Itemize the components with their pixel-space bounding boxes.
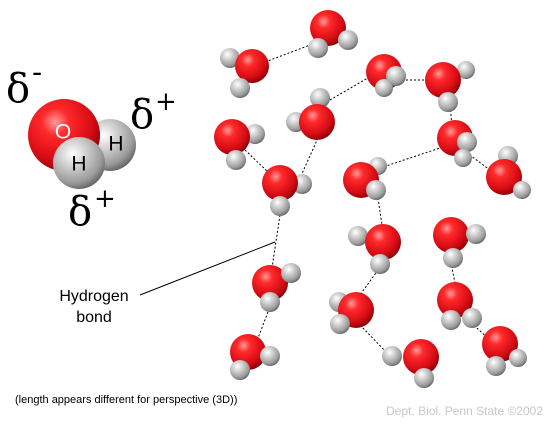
hydrogen-bond — [257, 311, 269, 339]
water-molecule — [425, 61, 475, 112]
hydrogen-bond — [299, 137, 319, 179]
hydrogen-label-right: H — [108, 133, 123, 156]
plus-sign-bottom: + — [94, 184, 116, 214]
water-molecule — [482, 326, 527, 376]
water-molecule — [437, 282, 482, 330]
hydrogen-bond-lines — [244, 41, 491, 357]
hydrogen-bond — [359, 324, 391, 357]
water-molecule — [308, 10, 358, 58]
water-molecule — [486, 146, 531, 199]
hydrogen-bond-label-line1: Hydrogen — [59, 288, 128, 305]
perspective-note: (length appears different for perspectiv… — [15, 394, 237, 406]
delta-plus-symbol-bottom: δ — [68, 189, 92, 235]
water-molecule — [437, 120, 477, 167]
delta-plus-symbol-right: δ — [130, 92, 154, 138]
water-molecule — [382, 339, 439, 388]
water-molecule — [252, 263, 301, 312]
hydrogen-atom-bottom — [53, 137, 105, 189]
water-molecule — [329, 292, 374, 334]
water-molecule — [220, 48, 269, 98]
labeled-water-molecule: O H H — [28, 99, 136, 189]
hydrogen-bond — [264, 41, 319, 63]
water-molecule — [348, 224, 401, 274]
water-molecule — [286, 88, 335, 140]
water-molecule — [214, 119, 265, 170]
water-cluster — [214, 10, 531, 388]
water-molecule — [366, 54, 406, 97]
hydrogen-bond-label-line2: bond — [76, 309, 112, 326]
hydrogen-bond — [244, 149, 269, 173]
delta-minus-symbol: δ — [6, 66, 30, 112]
water-molecule — [230, 334, 280, 380]
water-molecule — [433, 217, 486, 268]
credit-text: Dept. Biol. Penn State ©2002 — [386, 404, 543, 418]
hydrogen-bond — [359, 269, 379, 296]
hydrogen-label-bottom: H — [71, 153, 86, 176]
hydrogen-bond — [377, 197, 383, 226]
hydrogen-bond — [379, 147, 441, 169]
water-molecule — [343, 157, 387, 200]
water-molecule — [262, 165, 312, 216]
oxygen-label: O — [55, 121, 71, 144]
hydrogen-bond-callout-line — [139, 241, 276, 296]
hydrogen-bond — [329, 71, 379, 101]
plus-sign-right: + — [155, 87, 177, 117]
minus-sign: - — [32, 55, 42, 90]
hydrogen-bond — [271, 214, 281, 269]
partial-charges: δ - δ + δ + — [6, 55, 177, 235]
